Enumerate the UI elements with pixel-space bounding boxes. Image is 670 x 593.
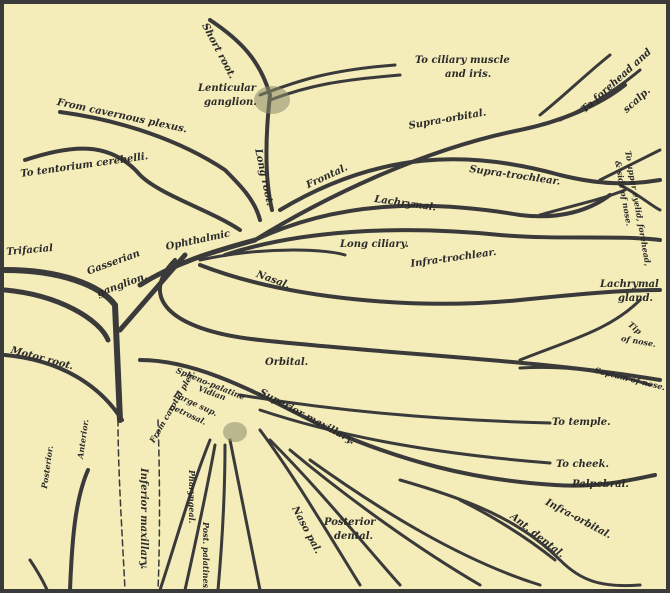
label-to-temple: To temple. (552, 418, 611, 428)
label-post-palatines: Post. palatines. (202, 522, 210, 591)
label-to-cheek: To cheek. (556, 460, 609, 470)
label-orbital: Orbital. (265, 358, 308, 368)
label-lenticular-2: ganglion. (204, 98, 257, 108)
label-posterior-dental-2: dental. (334, 532, 373, 542)
supra-orbital-nerve (255, 85, 625, 240)
label-ciliary-muscle-2: and iris. (445, 70, 491, 80)
label-lachrymal-gland-2: gland. (618, 294, 653, 304)
trunk-lower (5, 290, 108, 340)
label-ciliary-muscle-1: To ciliary muscle (415, 56, 510, 66)
label-lenticular-1: Lenticular (198, 84, 256, 94)
label-palpebral: Palpebral. (572, 480, 629, 490)
label-pharyngeal: Pharyngeal. (188, 470, 196, 523)
label-inferior-maxillary: Inferior maxillary. (138, 468, 148, 569)
label-lachrymal-gland-1: Lachrymal (600, 280, 659, 290)
lenticular-ganglion (254, 86, 290, 114)
label-long-ciliary: Long ciliary. (340, 240, 409, 250)
label-posterior-dental-1: Posterior (324, 518, 376, 528)
spheno-palatine-ganglion (223, 422, 247, 442)
